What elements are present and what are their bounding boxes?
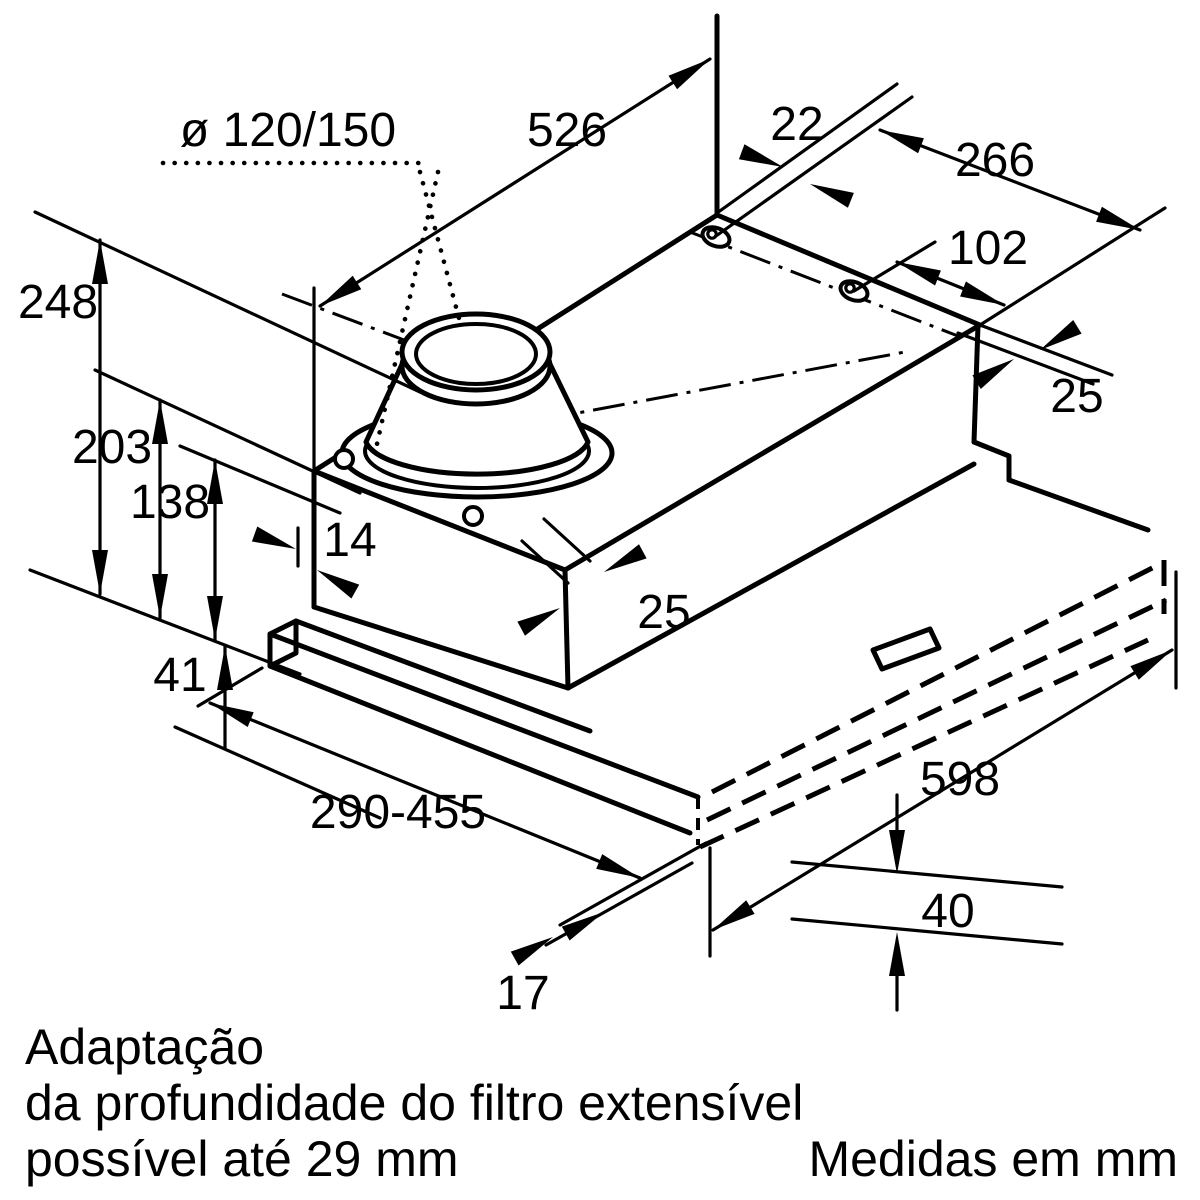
arrowhead-40-down bbox=[889, 830, 905, 874]
dim-total-height: 248 bbox=[18, 276, 98, 329]
arrowhead-248-top bbox=[92, 240, 108, 284]
dimline-depth-top-526 bbox=[318, 57, 712, 308]
visor-bottom-front-edge bbox=[267, 663, 693, 836]
arrowhead-22-right bbox=[810, 184, 854, 208]
arrowhead-203-top bbox=[152, 400, 168, 444]
arrowhead-25r-upper bbox=[1040, 320, 1082, 350]
centerline-top-face bbox=[539, 350, 906, 422]
duct-leader-to-base bbox=[374, 169, 441, 447]
ext-line-filter-plane bbox=[178, 444, 342, 515]
visor-top-rear-edge bbox=[293, 618, 593, 734]
ext-line-top-lip-b bbox=[520, 539, 570, 585]
arrowhead-102-right bbox=[960, 281, 1004, 305]
visor-left-end-cap bbox=[267, 618, 299, 669]
dim-width: 598 bbox=[920, 753, 1000, 806]
dim-front-lip: 14 bbox=[323, 514, 376, 567]
dim-hole-span-inner: 102 bbox=[948, 222, 1028, 275]
dim-bottom-lip-gap: 17 bbox=[496, 967, 549, 1020]
centerline-collar bbox=[281, 292, 421, 348]
drawer-switch bbox=[870, 626, 942, 672]
dim-depth-top: 526 bbox=[527, 104, 607, 157]
drawer-extended-bottom-edge bbox=[698, 637, 1150, 850]
body-rear-right-edge bbox=[971, 322, 981, 445]
note-line-3: possível até 29 mm bbox=[25, 1131, 459, 1187]
arrowhead-25m-upper bbox=[604, 544, 647, 572]
arrowhead-17-b bbox=[561, 912, 604, 941]
arrowhead-14-left bbox=[251, 526, 296, 549]
ext-line-rear-edge-right bbox=[978, 323, 1114, 377]
units-note: Medidas em mm bbox=[808, 1131, 1178, 1187]
dimline-depth-range-290-455 bbox=[208, 701, 642, 880]
note-line-2: da profundidade do filtro extensível bbox=[25, 1075, 803, 1131]
dim-front-top-lip: 25 bbox=[637, 586, 690, 639]
dim-rear-hole-offset: 22 bbox=[770, 98, 823, 151]
arrowhead-266-left bbox=[880, 130, 924, 154]
arrowhead-203-bottom bbox=[152, 574, 168, 618]
arrowhead-526-front bbox=[320, 275, 362, 306]
collar-screw-left-icon bbox=[333, 448, 355, 470]
note-line-1: Adaptação bbox=[25, 1019, 264, 1075]
body-front-right-edge bbox=[562, 567, 571, 691]
ext-line-front-height-bottom bbox=[790, 917, 1064, 946]
collar-screw-front-icon bbox=[462, 505, 484, 527]
drawer-extended-top-edge bbox=[710, 559, 1166, 795]
arrowhead-598-left bbox=[713, 900, 755, 930]
arrowhead-17-a bbox=[510, 937, 553, 966]
visor-top-front-edge bbox=[267, 631, 701, 800]
ext-line-front-height-top bbox=[790, 860, 1064, 889]
dimline-width-598 bbox=[711, 648, 1174, 932]
dim-inner-height: 138 bbox=[130, 476, 210, 529]
rear-rail-edge bbox=[1006, 477, 1151, 533]
ext-line-topface-plane bbox=[93, 368, 362, 495]
ext-line-hole-right bbox=[852, 240, 937, 293]
ext-line-hole-line-right bbox=[956, 331, 1095, 386]
ext-line-visor-bottom-lip bbox=[558, 841, 708, 927]
arrowhead-40-up bbox=[889, 932, 905, 976]
arrowhead-266-right bbox=[1096, 206, 1140, 230]
arrowhead-526-wall bbox=[668, 59, 710, 90]
rear-rail-notch bbox=[971, 439, 1012, 483]
arrowhead-138-bottom bbox=[207, 596, 223, 640]
dim-depth-adjust-range: 290-455 bbox=[310, 786, 486, 839]
dim-hole-span-outer: 266 bbox=[955, 134, 1035, 187]
ext-line-wall-edge bbox=[715, 82, 899, 215]
body-front-bottom-edge bbox=[311, 604, 571, 691]
arrowhead-25r-lower bbox=[972, 359, 1014, 389]
drawer-extended-mid-edge bbox=[705, 597, 1168, 823]
ext-line-body-bottom-plane bbox=[28, 568, 302, 676]
arrowhead-598-right bbox=[1130, 650, 1172, 680]
ext-line-hole-left bbox=[714, 95, 914, 238]
arrowhead-22-left bbox=[738, 144, 783, 167]
arrowhead-25m-lower bbox=[517, 608, 560, 636]
body-right-bottom-edge bbox=[565, 461, 977, 691]
arrowhead-14-right bbox=[317, 570, 360, 599]
arrowhead-290-right bbox=[596, 854, 640, 878]
ext-line-top-lip-a bbox=[542, 517, 592, 563]
collar-opening bbox=[414, 322, 538, 386]
dim-pullout-front-height: 40 bbox=[921, 885, 974, 938]
duct-leader-to-rim bbox=[417, 169, 463, 325]
ext-line-visor-bottom-plane bbox=[173, 725, 382, 820]
dim-visor-height: 41 bbox=[153, 649, 206, 702]
arrowhead-102-left bbox=[897, 262, 941, 286]
arrowhead-290-left bbox=[210, 703, 254, 727]
dimline-hole-span-266 bbox=[878, 128, 1142, 232]
arrowhead-41-up bbox=[217, 646, 233, 690]
dim-duct-diameter: ø 120/150 bbox=[180, 104, 396, 157]
centerline-mounting-holes bbox=[689, 230, 959, 338]
arrowhead-248-bottom bbox=[92, 550, 108, 594]
arrowhead-138-top bbox=[207, 460, 223, 504]
dim-body-height: 203 bbox=[72, 421, 152, 474]
dim-rear-lip-right: 25 bbox=[1050, 370, 1103, 423]
